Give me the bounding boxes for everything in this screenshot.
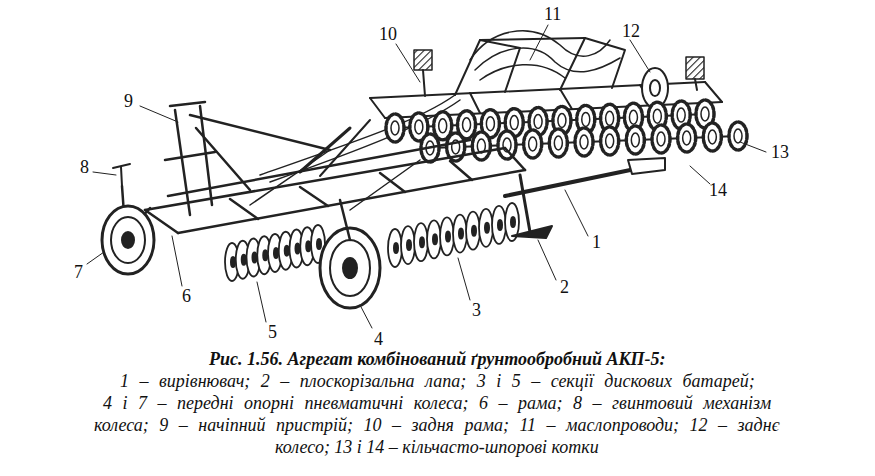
front-wheel: [102, 206, 154, 274]
callout-number: 5: [268, 323, 277, 341]
ring-rollers: [386, 100, 747, 162]
callout-number: 6: [182, 287, 191, 305]
hitch: [165, 102, 330, 215]
rear-frame: [300, 38, 722, 176]
callout-number: 12: [622, 22, 640, 40]
callout-number: 1: [592, 233, 601, 251]
callout-number: 10: [379, 25, 397, 43]
caption-line: колесо; 13 і 14 – кільчасто-шпорові котк…: [275, 438, 599, 456]
warning-sign: [686, 57, 704, 79]
callout-number: 13: [771, 143, 789, 161]
callout-number: 11: [544, 5, 561, 23]
warning-sign: [414, 50, 432, 70]
callout-number: 3: [472, 301, 481, 319]
leveler: [505, 168, 640, 196]
callout-number: 7: [74, 263, 83, 281]
callout-number: 2: [560, 278, 569, 296]
callout-number: 4: [374, 330, 383, 348]
caption-line: 1 – вирівнювач; 2 – плоскорізальна лапа;…: [120, 372, 755, 390]
figure-caption: Рис. 1.56. Агрегат комбінований ґрунтооб…: [209, 350, 666, 368]
caption-line: колеса; 9 – начіпний пристрій; 10 – задн…: [94, 416, 780, 434]
callout-number: 14: [709, 181, 727, 199]
callout-number: 9: [124, 92, 133, 110]
flat-cutting-paw: [512, 226, 552, 238]
leader-lines: [87, 25, 766, 328]
caption-line: 4 і 7 – передні опорні пневматичні колес…: [103, 394, 771, 412]
callout-number: 8: [80, 158, 89, 176]
